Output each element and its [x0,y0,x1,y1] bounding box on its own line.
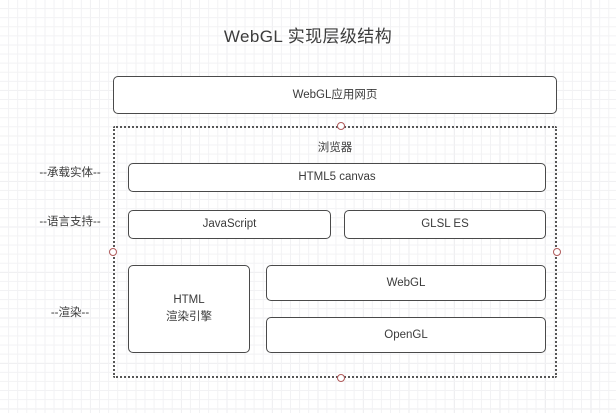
diagram-title: WebGL 实现层级结构 [223,27,393,46]
node-javascript-label: JavaScript [202,218,257,231]
node-glsl-es-label: GLSL ES [421,218,469,231]
node-glsl-es[interactable]: GLSL ES [344,210,546,239]
node-html5-canvas[interactable]: HTML5 canvas [128,163,546,192]
node-webgl-label: WebGL [386,276,426,289]
side-label-render: --渲染-- [50,307,90,319]
node-webgl-app-page-label: WebGL应用网页 [292,88,378,101]
handle-bottom-icon[interactable] [337,374,345,382]
node-javascript[interactable]: JavaScript [128,210,331,239]
handle-right-icon[interactable] [553,248,561,256]
side-label-carrier: --承载实体-- [39,167,101,179]
node-html5-canvas-label: HTML5 canvas [298,171,376,184]
handle-left-icon[interactable] [109,248,117,256]
node-webgl-app-page[interactable]: WebGL应用网页 [113,76,557,114]
browser-container-label: 浏览器 [317,142,353,154]
node-webgl[interactable]: WebGL [266,265,546,301]
node-html-render-engine[interactable]: HTML 渲染引擎 [128,265,250,353]
node-html-render-engine-label: HTML 渲染引擎 [166,294,212,323]
node-opengl-label: OpenGL [384,328,428,341]
node-opengl[interactable]: OpenGL [266,317,546,353]
side-label-language: --语言支持-- [39,216,101,228]
handle-top-icon[interactable] [337,122,345,130]
